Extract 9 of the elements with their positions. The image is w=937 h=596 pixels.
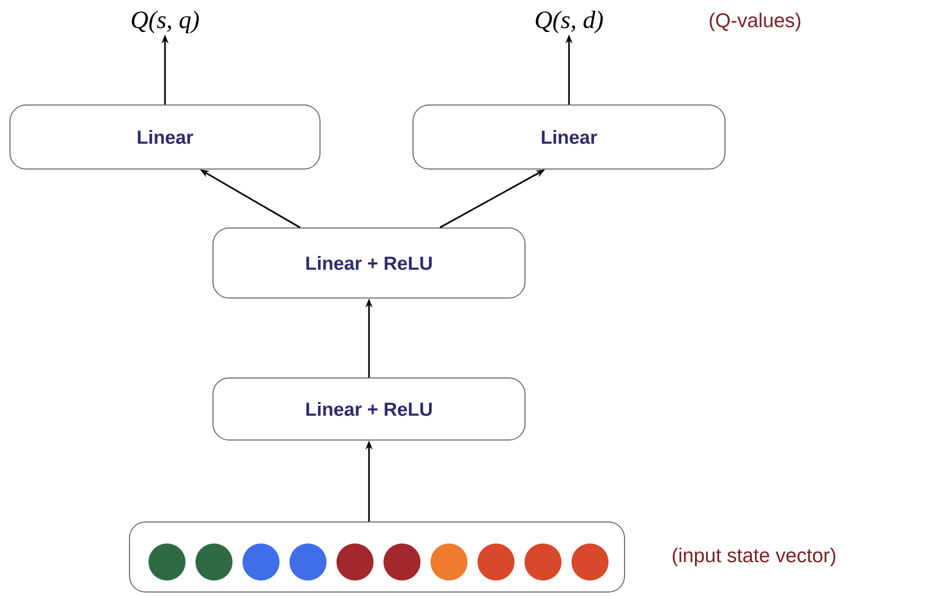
layer-box: Linear <box>412 104 726 170</box>
layer-box: Linear <box>10 104 320 170</box>
input-vector-box <box>129 522 625 592</box>
q-value-formula: Q(s, d) <box>536 10 603 34</box>
layer-box: Linear + ReLU <box>212 228 526 298</box>
layer-box: Linear + ReLU <box>212 378 526 440</box>
output-caption: (Q-values) <box>710 12 800 32</box>
q-value-formula: Q(s, q) <box>132 10 199 34</box>
input-caption: (input state vector) <box>672 548 836 566</box>
